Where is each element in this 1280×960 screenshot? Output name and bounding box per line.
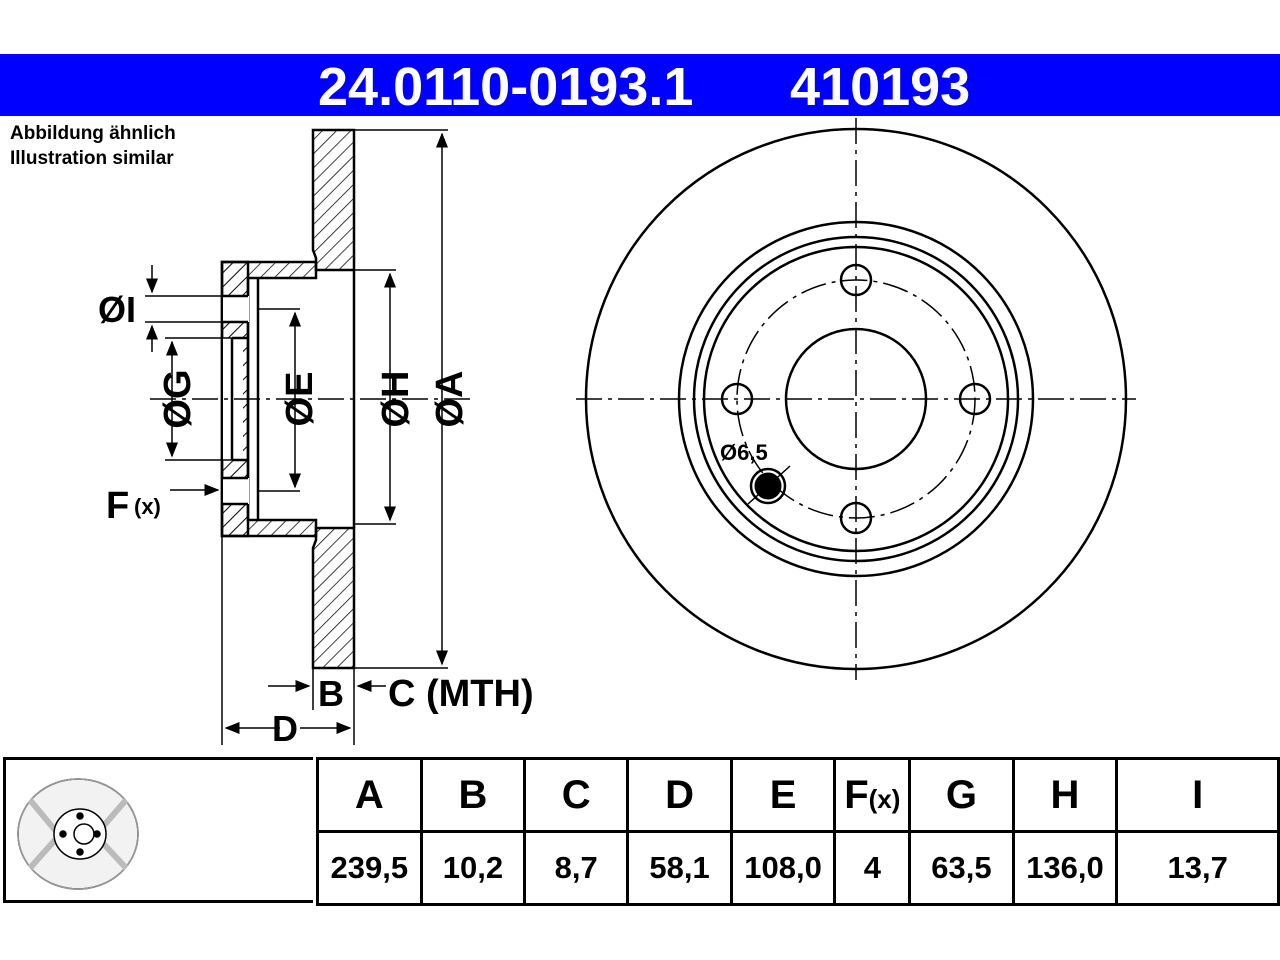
header-f-sub: (x) bbox=[868, 783, 901, 814]
header-cell: D bbox=[626, 757, 733, 833]
value-cell: 10,2 bbox=[419, 830, 527, 906]
label-b: B bbox=[318, 673, 344, 714]
disc-thumbnail bbox=[17, 778, 139, 890]
label-f-sub: (x) bbox=[134, 494, 161, 519]
label-phi-i: ØI bbox=[98, 289, 136, 330]
table-header-row: A B C D E F(x) G H I bbox=[316, 757, 1280, 833]
dimension-lines bbox=[145, 129, 448, 734]
side-section-view bbox=[220, 128, 356, 745]
header-cell-f: F(x) bbox=[833, 757, 912, 833]
note-line-2: Illustration similar bbox=[10, 148, 174, 169]
note-line-1: Abbildung ähnlich bbox=[10, 123, 176, 144]
label-d: D bbox=[272, 708, 298, 749]
value-cell: 239,5 bbox=[316, 830, 423, 906]
label-c-mth: C (MTH) bbox=[388, 673, 534, 715]
label-phi-e: ØE bbox=[279, 372, 321, 427]
header-cell: G bbox=[908, 757, 1015, 833]
header-cell: C bbox=[523, 757, 630, 833]
alt-number: 410193 bbox=[790, 57, 971, 117]
header-cell: H bbox=[1011, 757, 1119, 833]
header-f: F bbox=[844, 772, 869, 817]
value-cell: 108,0 bbox=[729, 830, 837, 906]
label-phi-h: ØH bbox=[375, 371, 417, 428]
thumbnail-cell bbox=[3, 757, 313, 903]
header-bar bbox=[0, 54, 1280, 116]
label-phi-a: ØA bbox=[429, 371, 471, 428]
value-cell: 8,7 bbox=[523, 830, 630, 906]
label-hole-dia: Ø6,5 bbox=[720, 440, 768, 465]
value-cell: 13,7 bbox=[1115, 830, 1280, 906]
label-phi-g: ØG bbox=[157, 369, 199, 428]
header-cell: A bbox=[316, 757, 423, 833]
label-f: F bbox=[106, 485, 129, 527]
header-cell: I bbox=[1115, 757, 1280, 833]
value-cell: 58,1 bbox=[626, 830, 733, 906]
value-cell: 4 bbox=[833, 830, 912, 906]
table-value-row: 239,5 10,2 8,7 58,1 108,0 4 63,5 136,0 1… bbox=[316, 830, 1280, 906]
part-number: 24.0110-0193.1 bbox=[318, 57, 694, 117]
value-cell: 136,0 bbox=[1011, 830, 1119, 906]
header-cell: B bbox=[419, 757, 527, 833]
value-cell: 63,5 bbox=[908, 830, 1015, 906]
header-cell: E bbox=[729, 757, 837, 833]
spec-table: A B C D E F(x) G H I 239,5 10,2 8,7 58,1… bbox=[316, 757, 1280, 906]
